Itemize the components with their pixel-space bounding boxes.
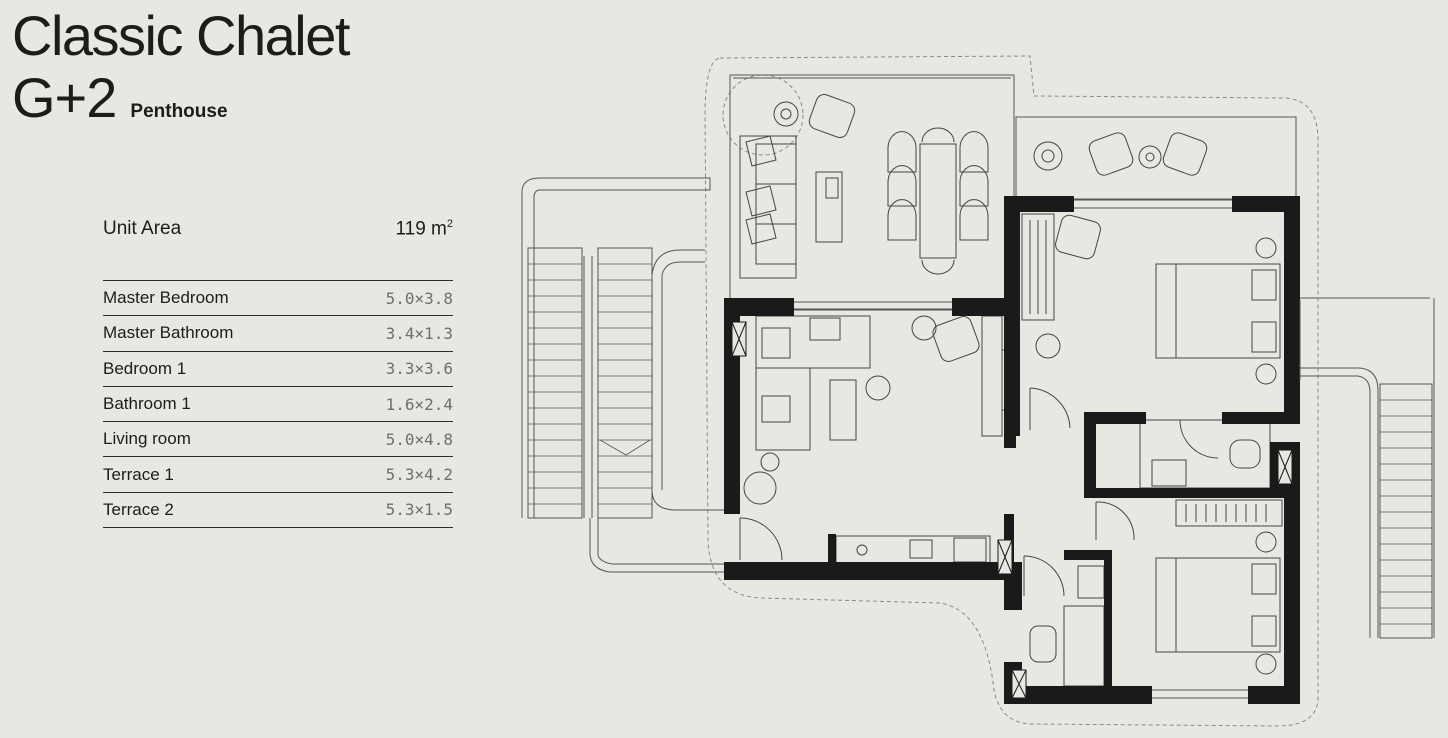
windows (794, 199, 1301, 699)
unit-type-label: Penthouse (130, 101, 228, 122)
site-outline (704, 55, 1319, 727)
left-staircase (521, 177, 728, 573)
room-name: Terrace 1 (103, 464, 174, 484)
room-row: Bedroom 1 3.3×3.6 (103, 352, 453, 387)
room-row: Living room 5.0×4.8 (103, 422, 453, 458)
level-label: G+2 (12, 66, 117, 129)
room-row: Master Bedroom 5.0×3.8 (103, 281, 453, 317)
room-size: 5.0×3.8 (385, 288, 453, 308)
room-row: Terrace 1 5.3×4.2 (103, 457, 453, 493)
left-stair-treads (528, 263, 652, 505)
room-row: Master Bathroom 3.4×1.3 (103, 316, 453, 352)
unit-area-value: 119 m2 (395, 218, 453, 240)
shafts (731, 321, 1293, 699)
room-name: Master Bathroom (103, 323, 234, 343)
unit-superscript: 2 (446, 218, 453, 230)
room-name: Bathroom 1 (103, 394, 191, 414)
room-table: Master Bedroom 5.0×3.8 Master Bathroom 3… (103, 280, 453, 529)
room-name: Terrace 2 (103, 499, 174, 519)
room-size: 5.3×4.2 (385, 465, 453, 485)
unit-area-row: Unit Area 119 m2 (103, 218, 453, 240)
page-title: Classic Chalet (12, 4, 350, 67)
room-row: Bathroom 1 1.6×2.4 (103, 387, 453, 423)
room-name: Living room (103, 429, 191, 449)
unit-area-label: Unit Area (103, 218, 182, 240)
level-line: G+2 Penthouse (12, 68, 349, 142)
room-size: 3.4×1.3 (385, 323, 453, 343)
title-block: Classic Chalet G+2 Penthouse (12, 4, 350, 142)
room-size: 3.3×3.6 (385, 359, 453, 379)
room-size: 5.3×1.5 (385, 500, 453, 520)
terrace-furniture (739, 93, 989, 279)
terrace-1 (729, 74, 1015, 310)
terrace-2 (1015, 116, 1297, 200)
walls (724, 196, 1300, 704)
right-stair-treads (1380, 399, 1432, 625)
terrace-2-furniture (1033, 132, 1208, 176)
room-name: Bedroom 1 (103, 358, 187, 378)
room-size: 5.0×4.8 (385, 429, 453, 449)
right-staircase (1300, 297, 1435, 639)
room-name: Master Bedroom (103, 288, 229, 308)
room-size: 1.6×2.4 (385, 394, 453, 414)
room-row: Terrace 2 5.3×1.5 (103, 493, 453, 529)
floor-plan (521, 55, 1435, 727)
